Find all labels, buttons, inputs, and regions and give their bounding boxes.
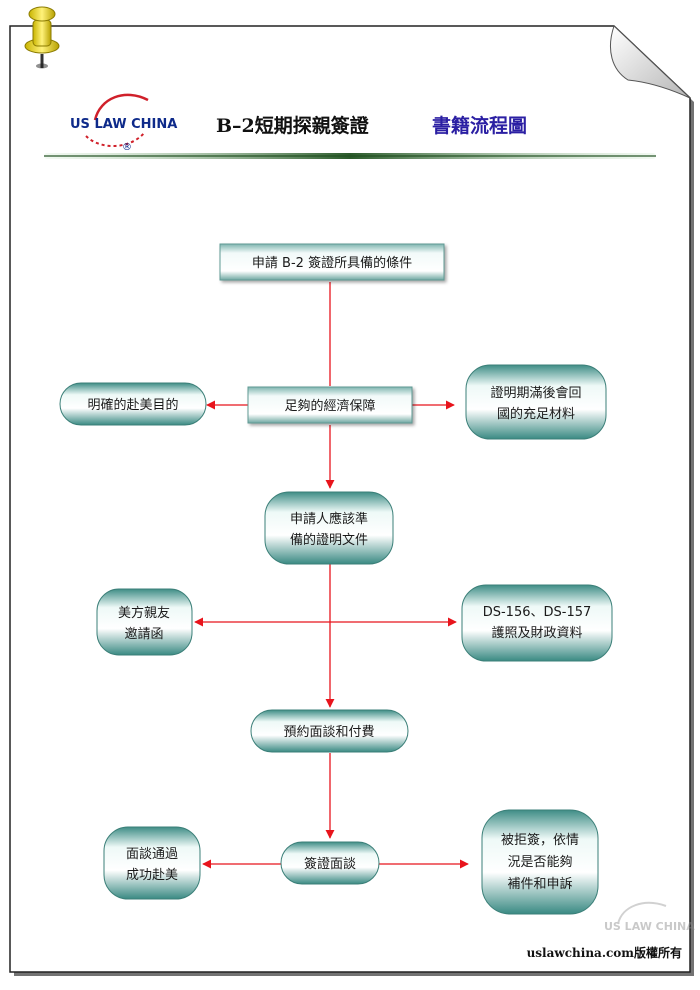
- node-invitation: 美方親友 邀請函: [96, 588, 193, 656]
- node-finance-label: 足夠的經濟保障: [284, 398, 375, 414]
- node-appointment: 預約面談和付費: [250, 709, 409, 753]
- watermark-logo: US LAW CHINA: [604, 901, 695, 933]
- logo: US LAW CHINA ®: [70, 93, 177, 153]
- push-pin-icon: [24, 6, 60, 69]
- node-refused-line3: 補件和申訴: [507, 876, 572, 892]
- node-refused: 被拒簽，依情 況是否能夠 補件和申訴: [481, 809, 599, 915]
- node-purpose: 明確的赴美目的: [59, 382, 207, 426]
- node-interview: 簽證面談: [280, 841, 380, 885]
- registered-mark: ®: [122, 142, 132, 153]
- node-invitation-line1: 美方親友: [118, 605, 170, 621]
- node-appointment-label: 預約面談和付費: [283, 724, 374, 740]
- node-conditions: 申請 B-2 簽證所具備的條件: [219, 243, 445, 281]
- header-divider: [44, 153, 656, 159]
- node-forms: DS-156、DS-157 護照及財政資料: [461, 584, 613, 662]
- page-subtitle: 書籍流程圖: [432, 114, 527, 137]
- node-return-proof-line2: 國的充足材料: [497, 406, 575, 422]
- node-refused-line1: 被拒簽，依情: [501, 832, 579, 848]
- node-documents: 申請人應該準 備的證明文件: [264, 491, 394, 565]
- node-forms-line1: DS-156、DS-157: [483, 605, 592, 620]
- node-return-proof-line1: 證明期滿後會回: [490, 385, 581, 401]
- node-documents-line2: 備的證明文件: [290, 532, 368, 548]
- node-refused-line2: 況是否能夠: [507, 854, 572, 870]
- node-approved: 面談通過 成功赴美: [103, 826, 201, 900]
- node-interview-label: 簽證面談: [304, 856, 356, 872]
- node-approved-line2: 成功赴美: [126, 868, 178, 883]
- copyright-text: uslawchina.com版權所有: [527, 945, 682, 960]
- page-title: B–2短期探親簽證: [216, 114, 370, 137]
- logo-text: US LAW CHINA: [70, 117, 177, 132]
- node-forms-line2: 護照及財政資料: [491, 625, 582, 641]
- node-return-proof: 證明期滿後會回 國的充足材料: [465, 364, 607, 440]
- node-documents-line1: 申請人應該準: [290, 511, 368, 527]
- node-finance: 足夠的經濟保障: [247, 386, 413, 424]
- node-approved-line1: 面談通過: [126, 846, 178, 862]
- node-invitation-line2: 邀請函: [124, 627, 163, 642]
- page-curl: [610, 25, 691, 99]
- watermark-text: US LAW CHINA: [604, 920, 695, 933]
- node-conditions-label: 申請 B-2 簽證所具備的條件: [252, 255, 412, 271]
- connectors: [194, 282, 469, 869]
- node-purpose-label: 明確的赴美目的: [87, 397, 178, 413]
